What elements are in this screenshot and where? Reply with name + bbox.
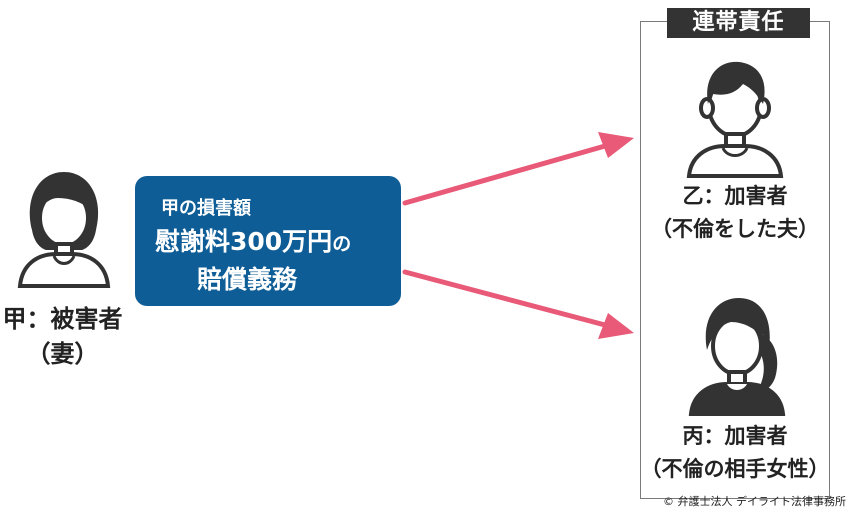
damage-amount-suffix: の: [332, 233, 352, 255]
party-b-label-relation: （不倫をした夫）: [651, 217, 819, 241]
arrow-head-to-party-c: [598, 313, 634, 339]
man-icon: [685, 54, 785, 178]
woman-icon: [14, 168, 114, 288]
victim-label: 甲：被害者 （妻）: [0, 302, 125, 372]
victim-label-relation: （妻）: [26, 340, 99, 368]
arrow-to-party-c: [402, 269, 608, 328]
damage-amount: 慰謝料300万円の: [155, 222, 351, 258]
party-c-label-role: 丙：加害者: [682, 424, 788, 448]
party-b-label: 乙：加害者 （不倫をした夫）: [640, 180, 830, 246]
party-c-label-relation: （不倫の相手女性）: [640, 457, 830, 481]
woman-ponytail-icon: [685, 292, 795, 416]
party-c-label: 丙：加害者 （不倫の相手女性）: [640, 420, 830, 486]
arrow-to-party-b: [402, 143, 608, 206]
damage-amount-text: 慰謝料300万円: [155, 227, 333, 256]
arrow-head-to-party-b: [598, 132, 634, 158]
party-b-label-role: 乙：加害者: [682, 184, 788, 208]
copyright-text: © 弁護士法人 デイライト法律事務所: [663, 495, 846, 508]
damage-box: 甲の損害額 慰謝料300万円の 賠償義務: [135, 176, 401, 306]
victim-label-role: 甲：被害者: [2, 305, 123, 333]
damage-title: 甲の損害額: [161, 198, 251, 219]
joint-liability-title: 連帯責任: [667, 8, 810, 38]
damage-duty: 賠償義務: [197, 265, 298, 294]
